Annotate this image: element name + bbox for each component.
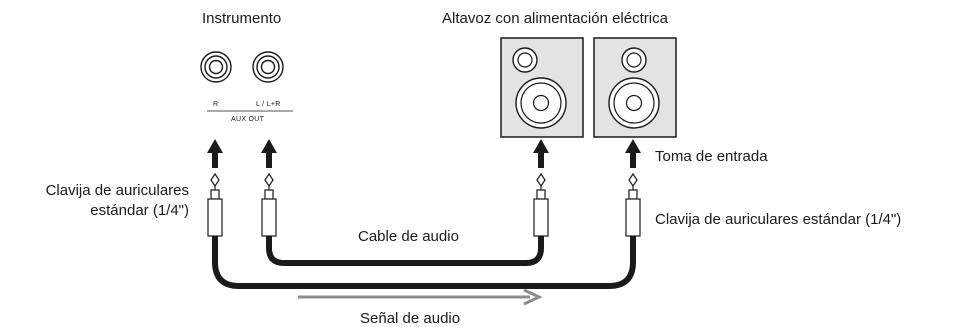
connect-arrow-icon bbox=[207, 139, 223, 168]
jack-l-label: L / L+R bbox=[256, 101, 281, 108]
cable-label: Cable de audio bbox=[358, 228, 459, 245]
plug-right-label: Clavija de auriculares estándar (1/4") bbox=[655, 211, 901, 228]
jack-r-icon bbox=[200, 51, 232, 83]
phone-plug-icon bbox=[207, 172, 223, 237]
plug-left-label-line2: estándar (1/4") bbox=[90, 202, 189, 219]
connect-arrow-icon bbox=[625, 139, 641, 168]
instrument-label: Instrumento bbox=[202, 10, 281, 27]
aux-out-label: AUX OUT bbox=[231, 116, 265, 123]
jack-r-label: R bbox=[213, 101, 218, 108]
audio-cable-outer bbox=[212, 233, 636, 289]
jack-l-icon bbox=[252, 51, 284, 83]
plug-left-label-line1: Clavija de auriculares bbox=[46, 182, 189, 199]
signal-label: Señal de audio bbox=[360, 310, 460, 327]
signal-arrow-icon bbox=[298, 288, 543, 306]
speaker-left-icon bbox=[500, 37, 584, 138]
speaker-label: Altavoz con alimentación eléctrica bbox=[442, 10, 669, 27]
input-jack-label: Toma de entrada bbox=[655, 148, 768, 165]
speaker-right-icon bbox=[593, 37, 677, 138]
connect-arrow-icon bbox=[533, 139, 549, 168]
audio-cable-inner bbox=[266, 233, 544, 266]
connect-arrow-icon bbox=[261, 139, 277, 168]
phone-plug-icon bbox=[625, 172, 641, 237]
phone-plug-icon bbox=[261, 172, 277, 237]
phone-plug-icon bbox=[533, 172, 549, 237]
